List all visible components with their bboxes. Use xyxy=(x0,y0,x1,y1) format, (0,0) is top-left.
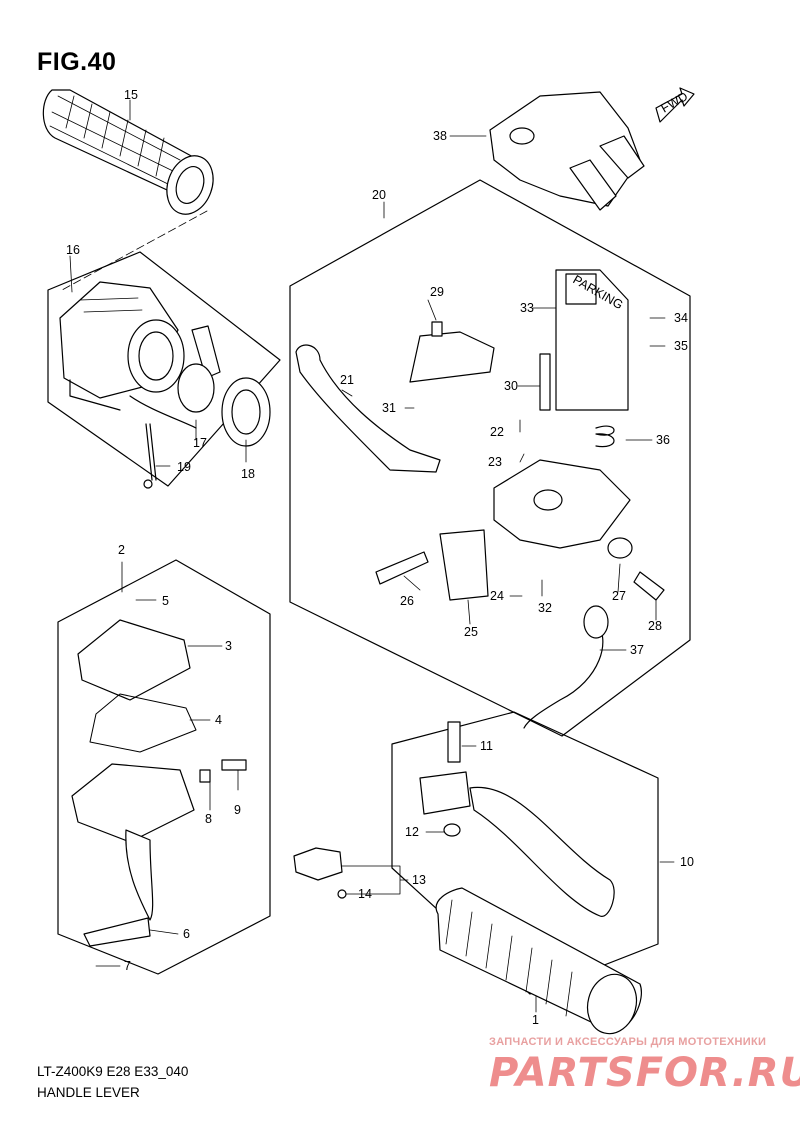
switch-housing xyxy=(489,91,645,211)
fwd-arrow: FWD xyxy=(655,87,695,123)
diagram-title: HANDLE LEVER xyxy=(37,1085,140,1100)
model-code: LT-Z400K9 E28 E33_040 xyxy=(37,1064,189,1079)
label-part-34: 34 xyxy=(674,311,688,325)
label-part-14: 14 xyxy=(358,887,372,901)
label-part-2: 2 xyxy=(118,543,125,557)
label-part-32: 32 xyxy=(538,601,552,615)
label-part-27: 27 xyxy=(612,589,626,603)
label-part-35: 35 xyxy=(674,339,688,353)
label-part-12: 12 xyxy=(405,825,419,839)
label-part-26: 26 xyxy=(400,594,414,608)
label-part-30: 30 xyxy=(504,379,518,393)
left-grip xyxy=(42,89,214,215)
label-part-11: 11 xyxy=(480,739,493,753)
watermark-tagline: ЗАПЧАСТИ И АКСЕССУАРЫ ДЛЯ МОТОТЕХНИКИ xyxy=(489,1036,767,1048)
label-part-8: 8 xyxy=(205,812,212,826)
label-part-7: 7 xyxy=(124,959,131,973)
label-part-28: 28 xyxy=(648,619,662,633)
label-part-9: 9 xyxy=(234,803,241,817)
label-part-25: 25 xyxy=(464,625,478,639)
label-part-36: 36 xyxy=(656,433,670,447)
label-part-22: 22 xyxy=(490,425,504,439)
label-part-38: 38 xyxy=(433,129,447,143)
switch-assembly-box xyxy=(47,251,281,489)
label-part-19: 19 xyxy=(177,460,191,474)
label-part-33: 33 xyxy=(520,301,534,315)
leader-lines xyxy=(69,99,675,1013)
brake-switch xyxy=(293,847,347,899)
label-part-24: 24 xyxy=(490,589,504,603)
label-part-15: 15 xyxy=(124,88,138,102)
label-part-17: 17 xyxy=(193,436,207,450)
right-grip xyxy=(435,887,642,1035)
watermark-brand[interactable]: PARTSFOR.RU xyxy=(489,1050,800,1096)
clutch-lever-box xyxy=(391,711,659,995)
label-part-1: 1 xyxy=(532,1013,539,1027)
throttle-box xyxy=(57,559,271,975)
figure-title: FIG.40 xyxy=(37,48,117,76)
fwd-label: FWD xyxy=(659,89,691,115)
label-part-3: 3 xyxy=(225,639,232,653)
label-part-5: 5 xyxy=(162,594,169,608)
label-part-4: 4 xyxy=(215,713,222,727)
label-part-13: 13 xyxy=(412,873,426,887)
label-part-10: 10 xyxy=(680,855,694,869)
label-part-31: 31 xyxy=(382,401,396,415)
label-part-18: 18 xyxy=(241,467,255,481)
label-part-20: 20 xyxy=(372,188,386,202)
label-part-29: 29 xyxy=(430,285,444,299)
master-cylinder-box xyxy=(289,179,691,737)
label-part-37: 37 xyxy=(630,643,644,657)
label-part-21: 21 xyxy=(340,373,354,387)
label-part-16: 16 xyxy=(66,243,80,257)
label-part-23: 23 xyxy=(488,455,502,469)
label-part-6: 6 xyxy=(183,927,190,941)
